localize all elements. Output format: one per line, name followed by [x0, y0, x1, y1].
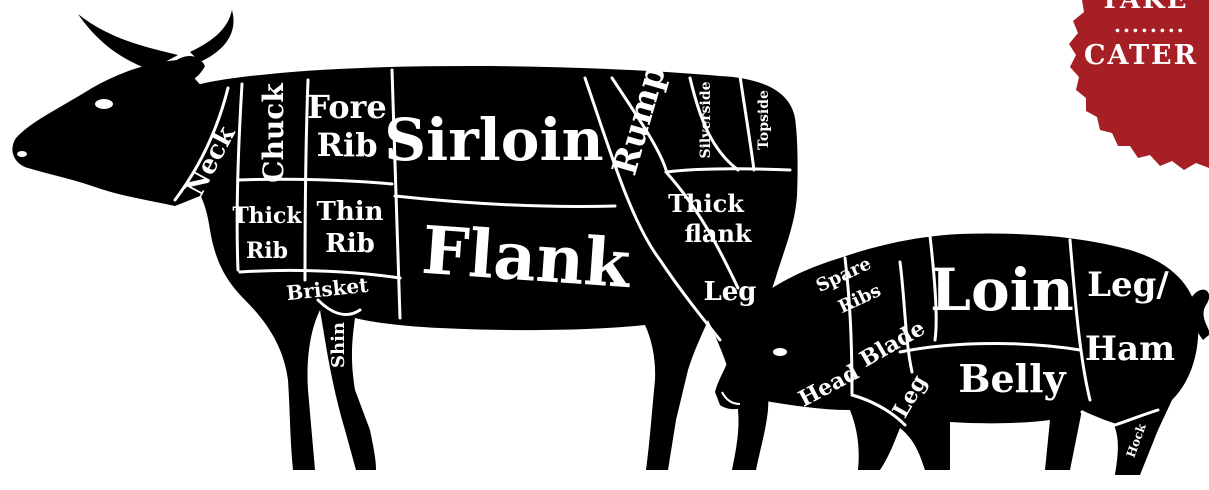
cut-label-leg: Leg	[703, 277, 756, 307]
cow-silhouette	[12, 10, 797, 470]
cut-label-chuck: Chuck	[257, 83, 290, 183]
cow-horn	[78, 14, 178, 70]
cut-label-fore-rib-2: Rib	[316, 126, 377, 164]
badge-dots: ........	[1114, 13, 1186, 37]
cut-label-thick-flank-2: flank	[684, 219, 752, 248]
badge: TAKE ........ CATER	[1040, 0, 1209, 170]
cut-label-topside: Topside	[756, 90, 772, 150]
cut-label-leg-ham-2: Ham	[1085, 329, 1175, 369]
cut-label-fore-rib-1: Fore	[307, 88, 387, 126]
cut-label-silverside: Silverside	[698, 81, 714, 158]
cut-label-thick-flank-1: Thick	[668, 189, 745, 218]
cut-label-flank: Flank	[419, 211, 634, 303]
cut-label-loin: Loin	[930, 256, 1074, 324]
cow-eye	[95, 99, 113, 109]
cut-label-thick-rib-1: Thick	[232, 203, 302, 229]
cut-label-thin-rib-1: Thin	[316, 197, 383, 227]
badge-line-2: CATER	[1084, 40, 1198, 71]
cut-label-belly: Belly	[958, 356, 1066, 401]
pig-eye	[773, 348, 787, 356]
cut-label-shin: Shin	[328, 322, 349, 368]
cut-label-thin-rib-2: Rib	[325, 229, 375, 259]
cow-nostril	[17, 151, 27, 157]
cut-label-thick-rib-2: Rib	[246, 238, 288, 264]
cut-label-sirloin: Sirloin	[384, 106, 603, 174]
cut-label-leg-ham-1: Leg/	[1087, 265, 1169, 305]
cow-horn	[190, 10, 234, 62]
